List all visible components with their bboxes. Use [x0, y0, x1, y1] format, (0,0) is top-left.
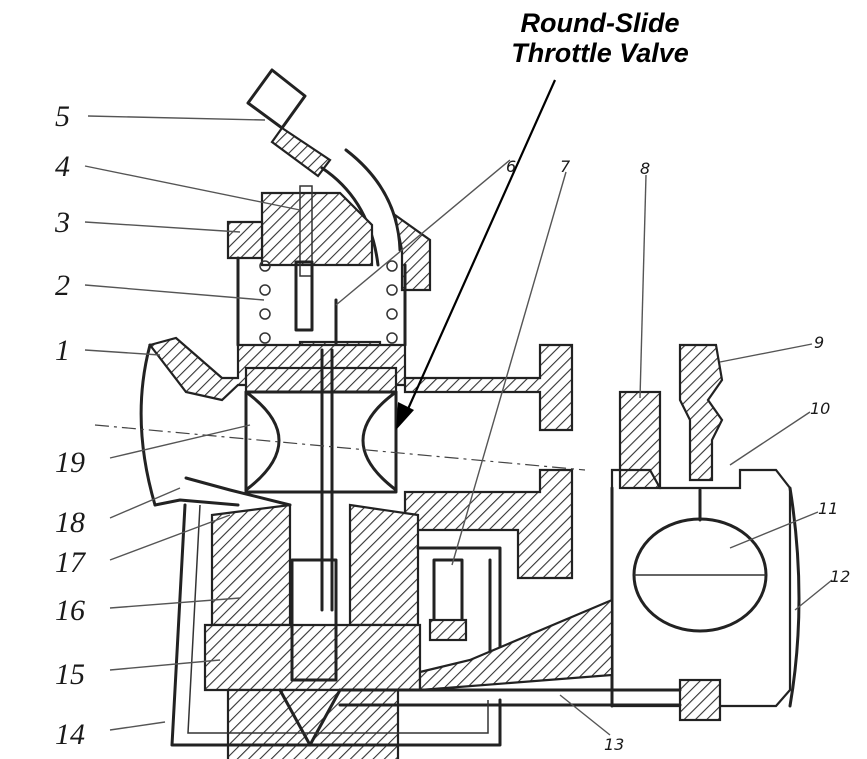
label-19: 19 — [55, 446, 85, 479]
float-chamber — [610, 343, 801, 722]
label-10: 10 — [810, 399, 830, 418]
spring-chamber — [236, 256, 407, 356]
label-6: 6 — [506, 157, 516, 176]
label-5: 5 — [55, 100, 70, 133]
leader-lines — [84, 79, 833, 736]
label-8: 8 — [640, 159, 650, 178]
label-11: 11 — [818, 499, 838, 518]
outlet-bore — [94, 343, 586, 580]
pilot-jet — [416, 546, 502, 662]
top-cap — [226, 185, 432, 332]
label-16: 16 — [55, 594, 85, 627]
label-9: 9 — [814, 333, 824, 352]
throttle-slide — [244, 348, 398, 612]
fuel-passage — [338, 598, 682, 707]
title-line-1: Round-Slide — [521, 8, 680, 38]
label-1: 1 — [55, 334, 70, 367]
label-7: 7 — [560, 157, 571, 176]
carburetor-drawing — [94, 68, 801, 759]
title-line-2: Throttle Valve — [511, 38, 689, 68]
label-3: 3 — [54, 206, 70, 239]
cable-adjuster — [246, 68, 402, 267]
label-18: 18 — [55, 506, 85, 539]
label-2: 2 — [55, 269, 70, 302]
overflow-tube — [170, 503, 502, 747]
label-4: 4 — [55, 150, 70, 183]
label-14: 14 — [55, 718, 85, 751]
label-17: 17 — [55, 546, 87, 579]
label-13: 13 — [604, 735, 624, 754]
label-12: 12 — [830, 567, 850, 586]
mixing-body — [184, 476, 422, 759]
label-15: 15 — [55, 658, 85, 691]
